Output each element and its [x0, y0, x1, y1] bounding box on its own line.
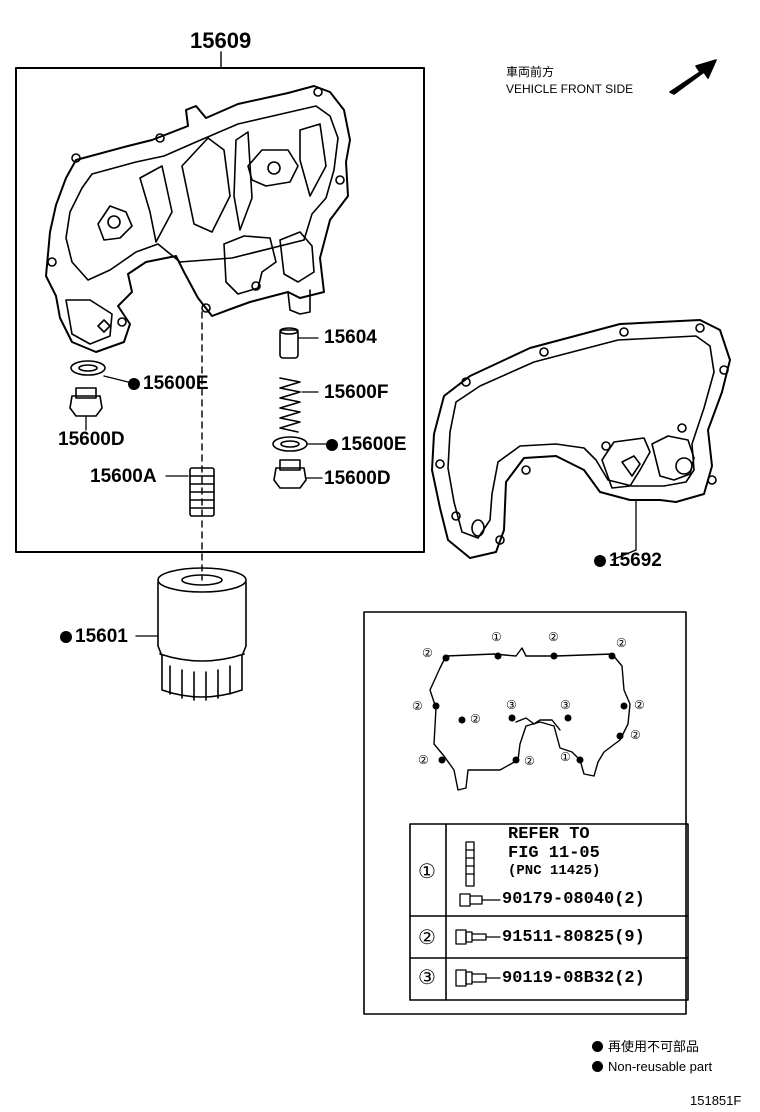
- bolt-inset-box: [363, 611, 687, 1015]
- inset-bolt-dots: [432, 652, 628, 764]
- plug-right-drawing: [273, 459, 323, 489]
- front-arrow: [669, 59, 717, 95]
- spring-drawing: [279, 377, 319, 433]
- relief-valve-drawing: [279, 327, 319, 359]
- part-15600D-left: 15600D: [58, 429, 125, 450]
- table-row-3-marker: ③: [418, 965, 436, 989]
- part-15600F: 15600F: [324, 382, 389, 403]
- callout-2: ②: [548, 630, 559, 644]
- flange-bolt-icon-1: [459, 893, 501, 907]
- assembly-part-number: 15609: [190, 28, 252, 53]
- front-side-label-en: VEHICLE FRONT SIDE: [506, 82, 634, 96]
- table-row-2-part: 91511-80825(9): [502, 928, 645, 947]
- callout-3: ③: [560, 698, 571, 712]
- callout-2: ②: [422, 646, 433, 660]
- part-15600A: 15600A: [90, 466, 157, 487]
- table-row-1-marker: ①: [418, 859, 436, 883]
- legend-en: Non-reusable part: [592, 1060, 712, 1073]
- assembly-box: [15, 67, 425, 553]
- gasket-right-drawing: [272, 436, 329, 452]
- callout-2: ②: [634, 698, 645, 712]
- flange-bolt-icon-2: [455, 929, 501, 945]
- part-15600E-left: 15600E: [128, 374, 209, 393]
- refer-to-text: REFER TO: [508, 825, 590, 844]
- part-15604: 15604: [324, 327, 377, 348]
- non-reusable-dot: [128, 378, 140, 390]
- refer-pnc-text: (PNC 11425): [508, 863, 601, 879]
- callout-2: ②: [524, 754, 535, 768]
- part-15600D-right: 15600D: [324, 468, 391, 489]
- callout-2: ②: [630, 728, 641, 742]
- gasket-left-drawing: [70, 360, 129, 383]
- callout-2: ②: [616, 636, 627, 650]
- fastener-table: [409, 823, 689, 1001]
- callout-2: ②: [418, 753, 429, 767]
- non-reusable-dot: [594, 555, 606, 567]
- table-row-3-part: 90119-08B32(2): [502, 969, 645, 988]
- callout-2: ②: [412, 699, 423, 713]
- oil-filter-drawing: [135, 567, 247, 701]
- non-reusable-dot: [60, 631, 72, 643]
- legend-jp: 再使用不可部品: [592, 1040, 699, 1053]
- filter-bracket-drawing: [45, 85, 351, 353]
- legend-dot-icon: [592, 1041, 603, 1052]
- legend-dot-icon: [592, 1061, 603, 1072]
- flange-bolt-icon-3: [455, 969, 501, 987]
- plug-left-drawing: [69, 387, 103, 431]
- part-15692: 15692: [594, 551, 662, 570]
- bracket-gasket-drawing: [431, 319, 731, 561]
- callout-1: ①: [491, 630, 502, 644]
- refer-fig-text: FIG 11-05: [508, 844, 600, 863]
- table-row-1-part: 90179-08040(2): [502, 890, 645, 909]
- callout-3: ③: [506, 698, 517, 712]
- callout-1: ①: [560, 750, 571, 764]
- non-reusable-dot: [326, 439, 338, 451]
- callout-2: ②: [470, 712, 481, 726]
- part-15600E-right: 15600E: [326, 435, 407, 454]
- part-15601: 15601: [60, 627, 128, 646]
- table-row-2-marker: ②: [418, 925, 436, 949]
- stud-bolt-icon: [465, 841, 475, 887]
- front-side-label-jp: 車両前方: [506, 65, 555, 79]
- figure-code: 151851F: [690, 1093, 742, 1108]
- union-drawing: [165, 467, 215, 517]
- inset-outline: [429, 647, 631, 791]
